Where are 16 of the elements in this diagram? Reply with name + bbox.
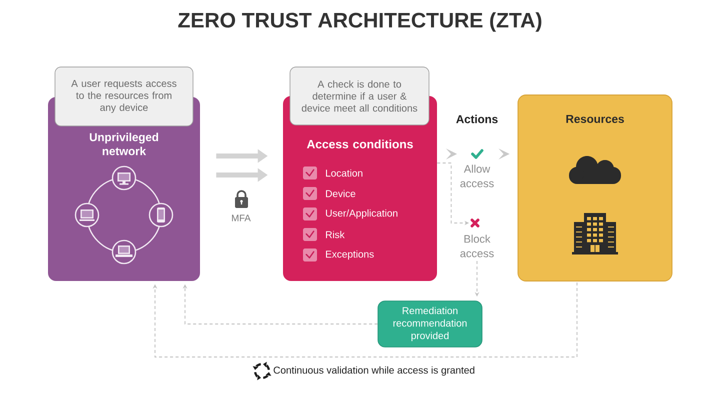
action-label: Allow access <box>460 164 494 188</box>
arrow-label: MFA <box>232 214 251 222</box>
condition-label: Risk <box>326 230 345 238</box>
action-label: Block access <box>460 234 494 258</box>
resources-panel: Resources <box>518 94 672 282</box>
condition-label: Location <box>326 169 362 177</box>
condition-label: Device <box>326 190 356 198</box>
callout-box: A user requests access to the resources from any device <box>54 66 194 126</box>
title: ZERO TRUST ARCHITECTURE (ZTA) <box>178 12 542 32</box>
condition-label: User/Application <box>326 209 398 219</box>
column-heading: Actions <box>456 114 498 124</box>
caption-text: Continuous validation while access is granted <box>274 366 474 376</box>
condition-label: Exceptions <box>326 250 374 260</box>
dashed-arrow <box>152 282 578 358</box>
remediation-box: Remediation recommendation provided <box>378 300 482 348</box>
callout-box: A check is done to determine if a user & device meet all conditions <box>290 66 430 126</box>
